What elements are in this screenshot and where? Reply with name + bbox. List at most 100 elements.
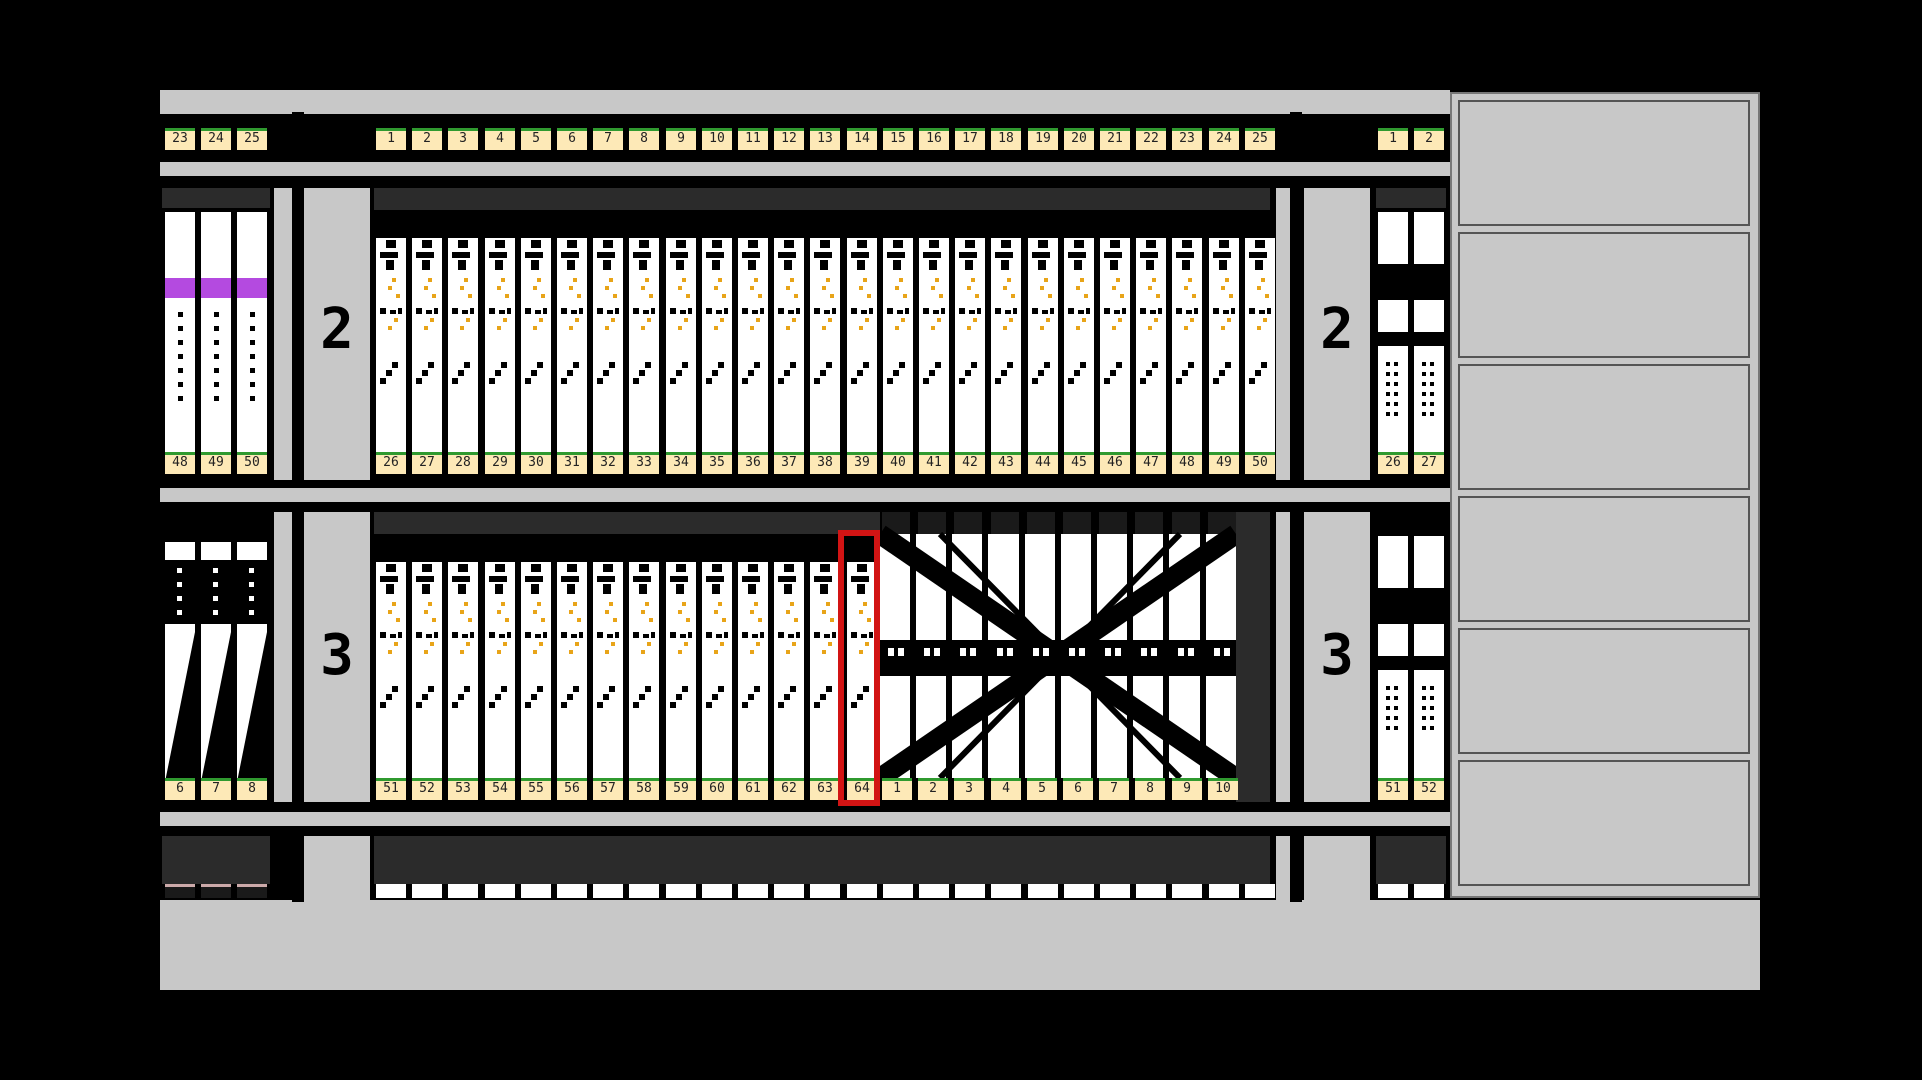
led-icon: [754, 278, 758, 282]
card-detail: [742, 308, 748, 314]
led-icon: [865, 318, 869, 322]
slot-column-right: [1304, 836, 1370, 900]
card-detail: [748, 564, 758, 572]
line-card[interactable]: [376, 212, 406, 458]
line-card[interactable]: [1172, 212, 1202, 458]
card-detail: [1378, 588, 1408, 624]
line-card[interactable]: [629, 212, 659, 458]
line-card[interactable]: [593, 212, 623, 458]
card-label: 24: [201, 128, 231, 150]
card-detail: [495, 370, 501, 376]
line-card[interactable]: [1100, 212, 1130, 458]
shelf-number-3: 3: [320, 623, 354, 688]
led-icon: [177, 596, 182, 601]
line-card[interactable]: [955, 212, 985, 458]
line-card[interactable]: [557, 536, 587, 780]
line-card[interactable]: [738, 536, 768, 780]
card-detail: [1394, 402, 1398, 406]
line-card[interactable]: [847, 536, 877, 780]
side-panel-slot[interactable]: [1458, 100, 1750, 226]
card-detail: [573, 362, 579, 368]
card-detail: [832, 632, 836, 638]
left-card[interactable]: [237, 212, 267, 458]
card-detail: [376, 212, 406, 238]
line-card[interactable]: [448, 536, 478, 780]
line-card[interactable]: [448, 212, 478, 458]
line-card[interactable]: [412, 536, 442, 780]
card-detail: [977, 308, 981, 314]
line-card[interactable]: [702, 212, 732, 458]
card-label: 1: [1378, 128, 1408, 150]
card-label: 30: [521, 452, 551, 474]
left-card[interactable]: [165, 512, 195, 780]
line-card[interactable]: [810, 536, 840, 780]
line-card[interactable]: [485, 212, 515, 458]
line-card[interactable]: [1136, 212, 1166, 458]
left-card[interactable]: [201, 512, 231, 780]
right-card[interactable]: [1378, 536, 1408, 780]
line-card[interactable]: [702, 536, 732, 780]
line-card[interactable]: [412, 212, 442, 458]
card-detail: [969, 310, 975, 314]
card-detail: [1394, 716, 1398, 720]
card-detail: [955, 212, 985, 238]
card-detail: [567, 240, 577, 248]
line-card[interactable]: [593, 536, 623, 780]
card-detail: [462, 634, 468, 638]
card-detail: [531, 260, 539, 270]
line-card[interactable]: [1209, 212, 1239, 458]
line-card[interactable]: [1245, 212, 1275, 458]
side-panel-slot[interactable]: [1458, 628, 1750, 754]
card-detail: [814, 378, 820, 384]
line-card[interactable]: [1028, 212, 1058, 458]
shelf-header: [374, 512, 880, 534]
led-icon: [533, 650, 537, 654]
left-card[interactable]: [165, 212, 195, 458]
card-label: 2: [918, 778, 948, 800]
line-card[interactable]: [991, 212, 1021, 458]
card-detail: [597, 576, 615, 582]
card-detail: [422, 584, 430, 594]
card-top: [412, 884, 442, 898]
side-panel-slot[interactable]: [1458, 496, 1750, 622]
led-icon: [537, 278, 541, 282]
card-detail: [567, 564, 577, 572]
line-card[interactable]: [810, 212, 840, 458]
line-card[interactable]: [485, 536, 515, 780]
card-detail: [670, 702, 676, 708]
line-card[interactable]: [847, 212, 877, 458]
card-detail: [1104, 252, 1122, 258]
line-card[interactable]: [376, 536, 406, 780]
card-detail: [485, 212, 515, 238]
line-card[interactable]: [738, 212, 768, 458]
right-card[interactable]: [1378, 212, 1408, 458]
left-card[interactable]: [201, 212, 231, 458]
card-detail: [458, 564, 468, 572]
led-icon: [1040, 326, 1044, 330]
card-detail: [1074, 240, 1084, 248]
line-card[interactable]: [521, 212, 551, 458]
side-panel-slot[interactable]: [1458, 232, 1750, 358]
led-icon: [682, 602, 686, 606]
line-card[interactable]: [883, 212, 913, 458]
line-card[interactable]: [557, 212, 587, 458]
line-card[interactable]: [1064, 212, 1094, 458]
left-card[interactable]: [237, 512, 267, 780]
right-card[interactable]: [1414, 212, 1444, 458]
led-icon: [1120, 294, 1124, 298]
led-icon: [647, 318, 651, 322]
line-card[interactable]: [629, 536, 659, 780]
right-card[interactable]: [1414, 536, 1444, 780]
card-detail: [1378, 656, 1408, 670]
card-detail: [651, 632, 655, 638]
line-card[interactable]: [521, 536, 551, 780]
line-card[interactable]: [666, 536, 696, 780]
line-card[interactable]: [774, 536, 804, 780]
line-card[interactable]: [666, 212, 696, 458]
side-panel-slot[interactable]: [1458, 364, 1750, 490]
line-card[interactable]: [774, 212, 804, 458]
line-card[interactable]: [919, 212, 949, 458]
card-detail: [1188, 362, 1194, 368]
side-panel-slot[interactable]: [1458, 760, 1750, 886]
selected-card-highlight[interactable]: [838, 530, 880, 806]
